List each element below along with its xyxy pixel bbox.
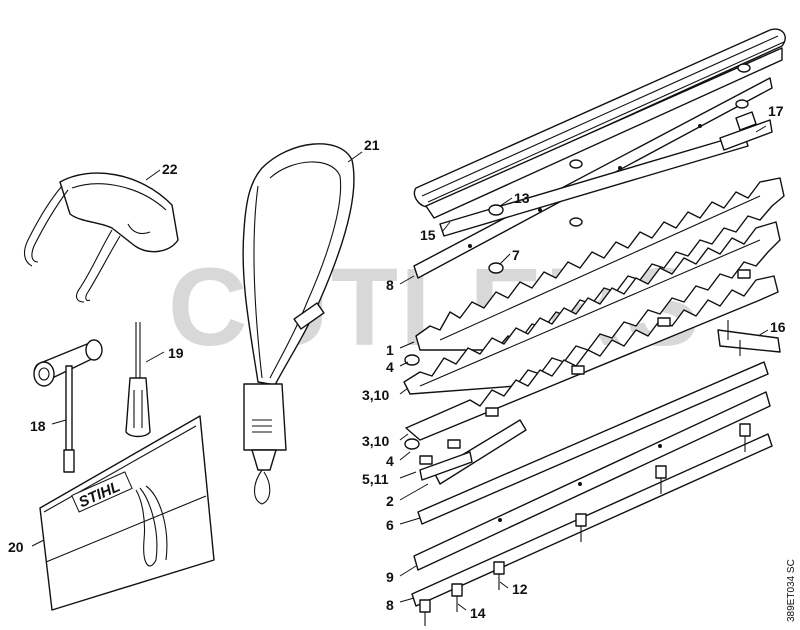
screws xyxy=(419,423,751,626)
callout-labels: 21 22 19 18 20 13 15 7 8 1 4 3,10 3,10 4… xyxy=(8,103,786,621)
part-2-guide xyxy=(419,419,527,485)
callout-17: 17 xyxy=(768,103,784,119)
blade-guard-rail xyxy=(413,28,786,219)
callout-5-11: 5,11 xyxy=(362,471,389,487)
callout-18: 18 xyxy=(30,418,46,434)
lower-clamp-strip-6 xyxy=(417,320,781,525)
callout-14: 14 xyxy=(470,605,486,621)
callout-1: 1 xyxy=(386,342,394,358)
callout-21: 21 xyxy=(364,137,380,153)
callout-7: 7 xyxy=(512,247,520,263)
callout-13: 13 xyxy=(514,190,530,206)
blade-layer-3 xyxy=(405,275,779,441)
callout-3-10-top: 3,10 xyxy=(362,387,389,403)
callout-3-10-bottom: 3,10 xyxy=(362,433,389,449)
callout-9: 9 xyxy=(386,569,394,585)
leader-lines xyxy=(31,125,769,611)
callout-16: 16 xyxy=(770,319,786,335)
callout-20: 20 xyxy=(8,539,24,555)
drawing-code: 389ET034 SC xyxy=(786,559,797,622)
callout-12: 12 xyxy=(512,581,528,597)
callout-8-bottom: 8 xyxy=(386,597,394,613)
combination-spanner xyxy=(33,339,103,473)
callout-4-bottom: 4 xyxy=(386,453,394,469)
lower-cutting-blade xyxy=(403,221,781,395)
upper-spacer-strip xyxy=(439,133,749,237)
carrying-strap xyxy=(242,143,355,505)
safety-glasses xyxy=(23,172,179,303)
callout-6: 6 xyxy=(386,517,394,533)
callout-4-top: 4 xyxy=(386,359,394,375)
callout-19: 19 xyxy=(168,345,184,361)
screwdriver xyxy=(125,322,151,438)
callout-22: 22 xyxy=(162,161,178,177)
lower-strip-9 xyxy=(413,391,771,571)
part-17-bracket xyxy=(719,111,773,151)
nuts xyxy=(404,63,751,465)
callout-8-top: 8 xyxy=(386,277,394,293)
callout-2: 2 xyxy=(386,493,394,509)
tool-kit-pouch: STIHL xyxy=(39,415,215,611)
callout-15: 15 xyxy=(420,227,436,243)
